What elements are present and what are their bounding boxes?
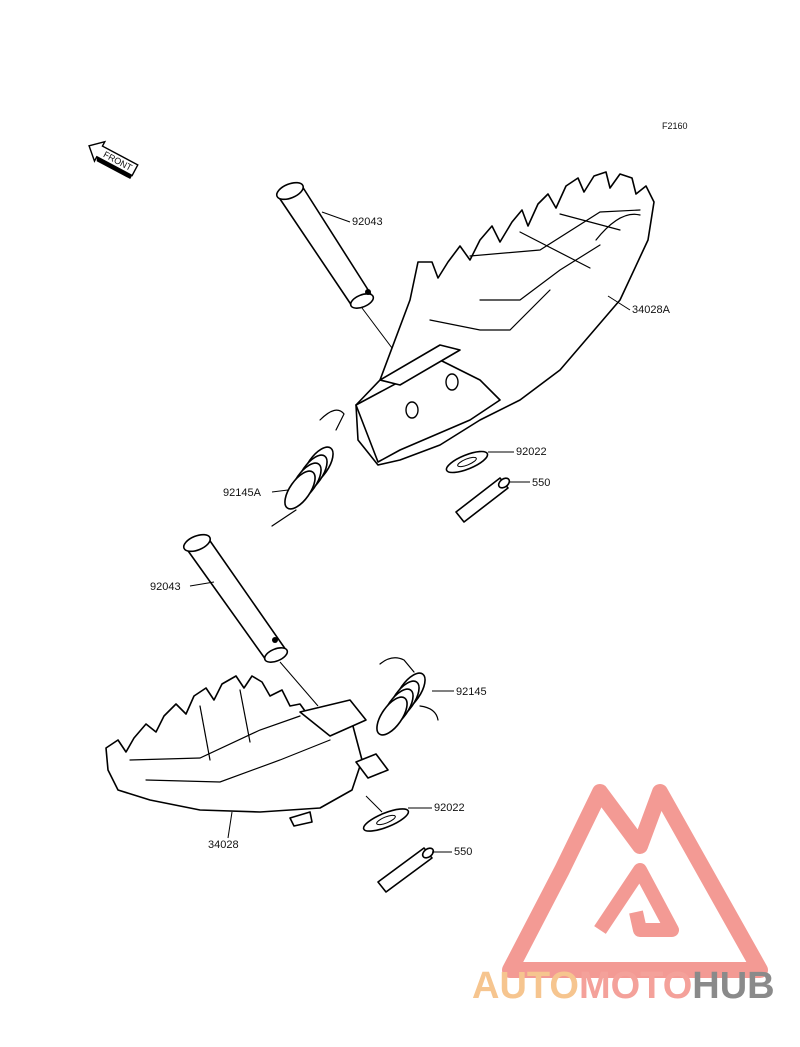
watermark-moto: MOTO	[579, 965, 692, 1007]
cotter-upper	[455, 477, 511, 523]
callout-92043-lower: 92043	[150, 581, 181, 593]
cotter-lower	[377, 847, 435, 893]
washer-lower	[362, 795, 410, 832]
pin-lower	[182, 533, 319, 707]
figure-code: F2160	[662, 121, 688, 131]
callout-92043-upper: 92043	[352, 216, 383, 228]
pin-upper	[275, 181, 411, 373]
callout-92145: 92145	[456, 686, 487, 698]
callout-34028a: 34028A	[632, 304, 671, 316]
callout-92145a: 92145A	[223, 487, 262, 499]
callout-550-upper: 550	[532, 477, 550, 489]
footpeg-upper	[355, 171, 655, 466]
callout-92022-lower: 92022	[434, 802, 465, 814]
spring-lower	[376, 657, 439, 736]
footpeg-lower	[105, 675, 389, 827]
callout-34028: 34028	[208, 839, 239, 851]
callout-92022-upper: 92022	[516, 446, 547, 458]
spring-upper	[271, 409, 345, 527]
callout-550-lower: 550	[454, 846, 472, 858]
watermark-text: AUTOMOTOHUB	[472, 965, 775, 1007]
washer-upper	[445, 450, 489, 474]
watermark-hub: HUB	[692, 965, 774, 1007]
automotohub-logo	[502, 784, 768, 978]
watermark-auto: AUTO	[472, 965, 579, 1007]
front-arrow-icon: FRONT	[88, 140, 139, 180]
